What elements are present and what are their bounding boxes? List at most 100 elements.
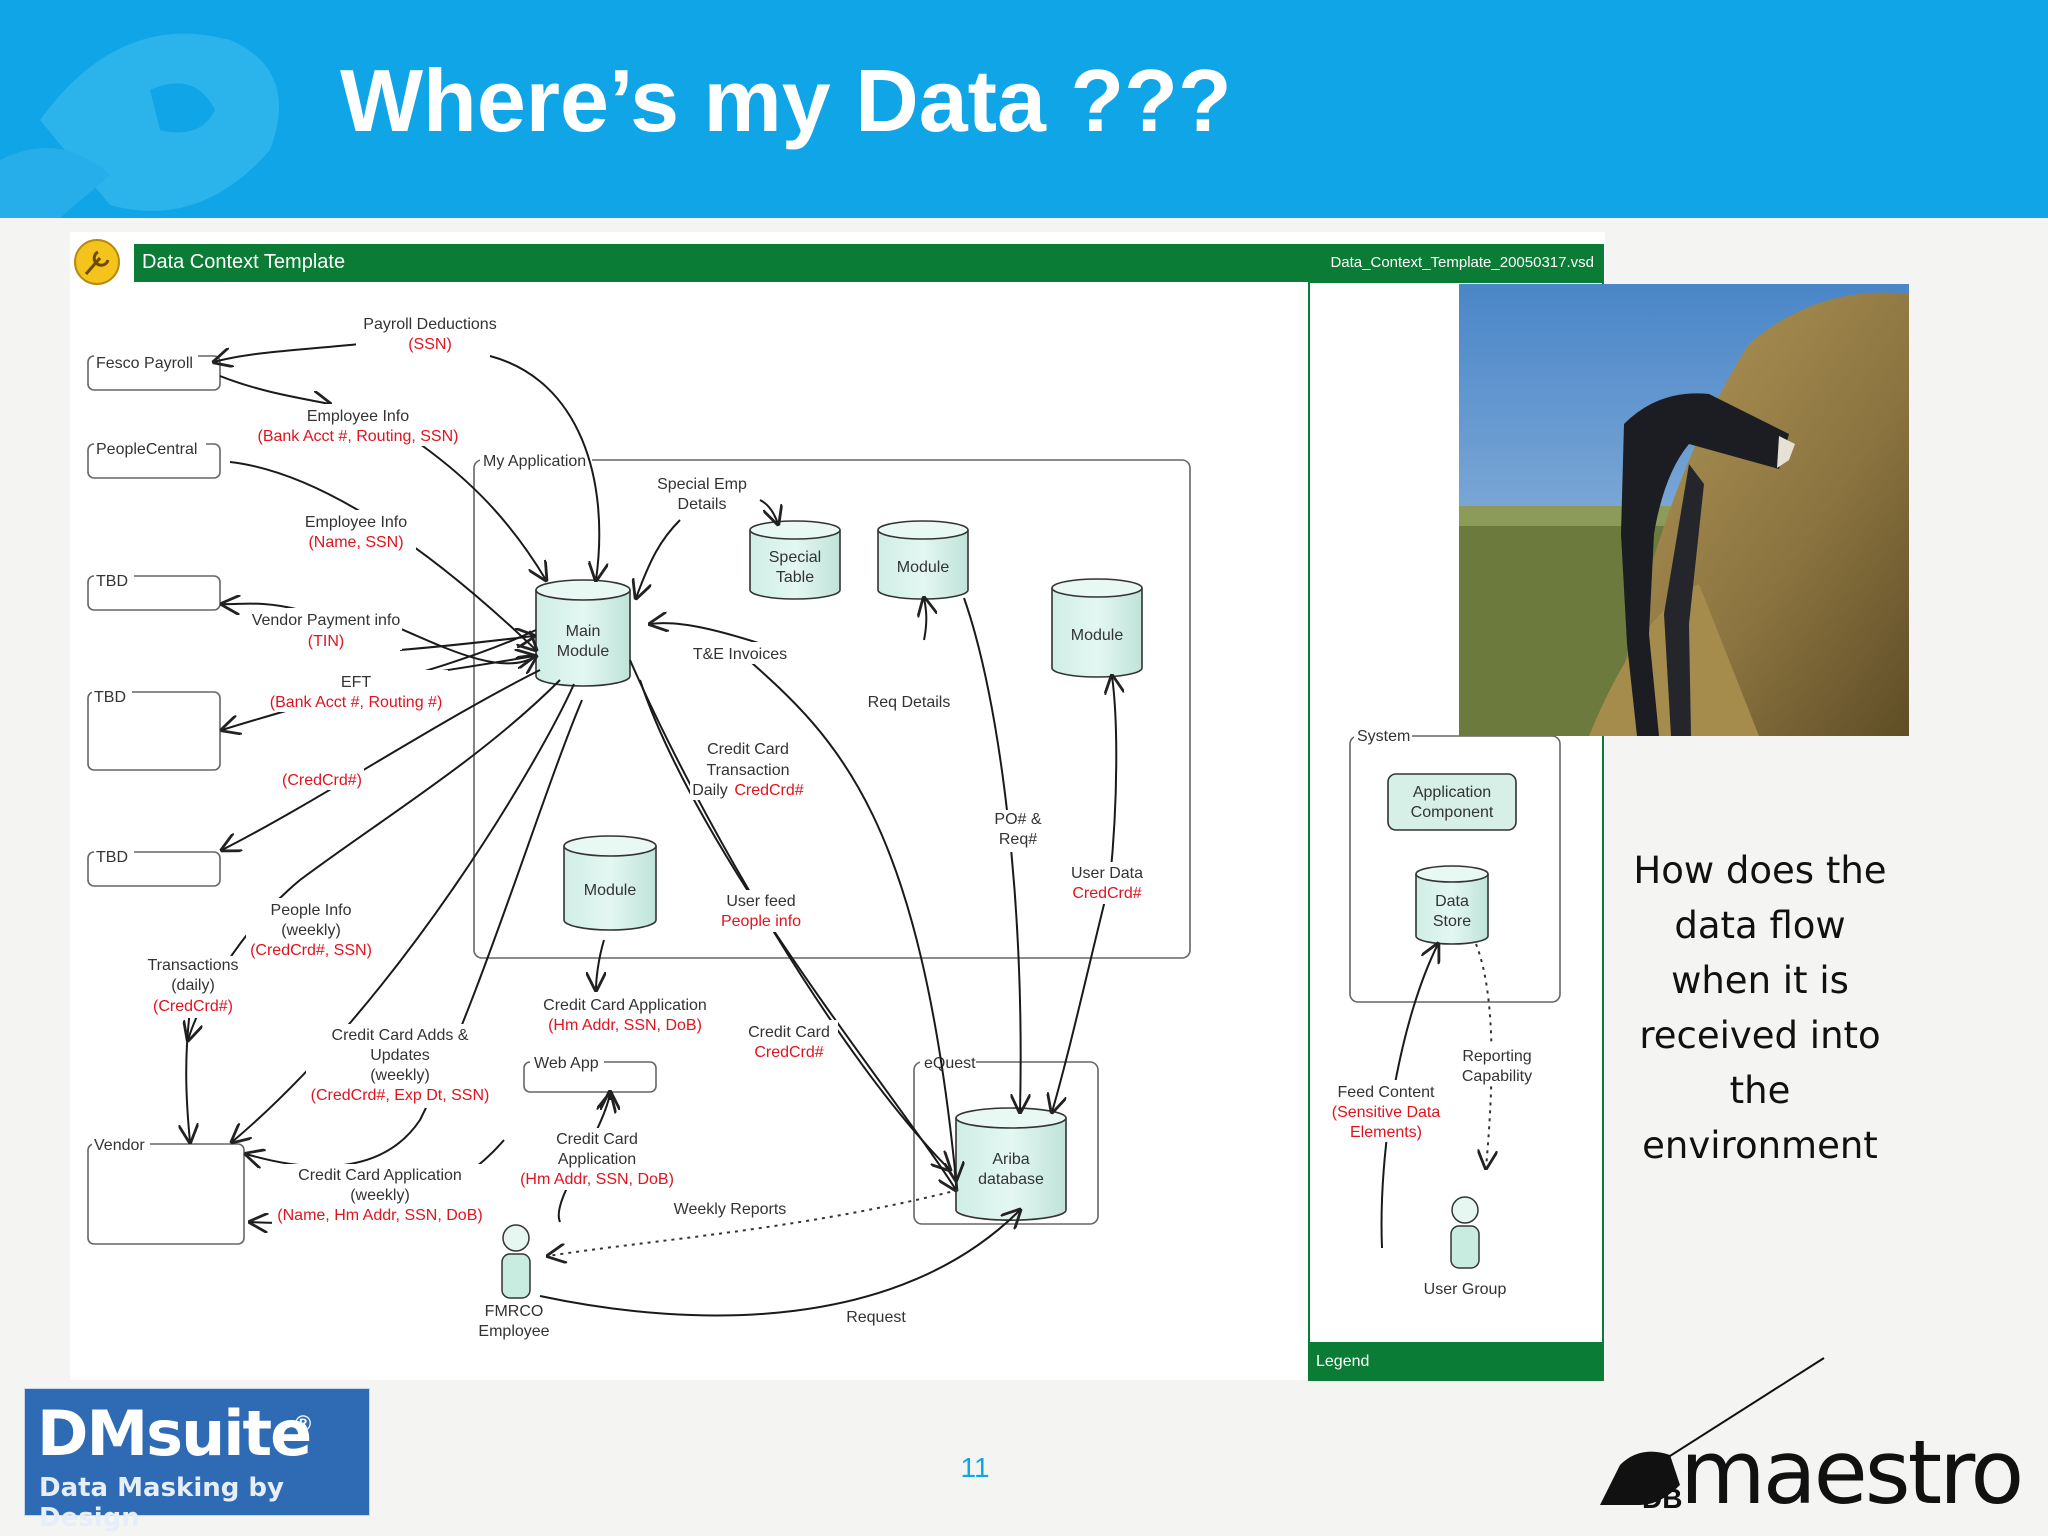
svg-text:(Bank Acct #, Routing #): (Bank Acct #, Routing #) bbox=[270, 694, 443, 711]
svg-text:EFT: EFT bbox=[341, 674, 371, 691]
svg-text:T&E Invoices: T&E Invoices bbox=[693, 646, 787, 663]
svg-text:(Sensitive Data: (Sensitive Data bbox=[1332, 1104, 1441, 1121]
system-tbd-1 bbox=[87, 575, 221, 611]
legend-panel: Legend bbox=[1308, 281, 1604, 1381]
dmsuite-logo: DMsuite ® Data Masking by Design bbox=[24, 1388, 370, 1533]
haystack-photo bbox=[1459, 284, 1909, 736]
dbmaestro-db: DB bbox=[1642, 1483, 1683, 1514]
svg-text:User Data: User Data bbox=[1071, 865, 1143, 882]
svg-text:Credit Card Adds &: Credit Card Adds & bbox=[332, 1027, 469, 1044]
svg-text:CredCrd#: CredCrd# bbox=[1072, 885, 1141, 902]
system-my-application bbox=[473, 459, 1191, 959]
svg-text:Details: Details bbox=[678, 496, 727, 513]
store-module-a: Module bbox=[877, 520, 969, 600]
label-peoplecentral: PeopleCentral bbox=[96, 441, 197, 458]
svg-text:Application: Application bbox=[1413, 784, 1491, 801]
label-tbd-2: TBD bbox=[94, 689, 126, 706]
dotted-arrows bbox=[548, 943, 1492, 1256]
svg-text:Elements): Elements) bbox=[1350, 1124, 1422, 1141]
svg-text:(Name, Hm Addr, SSN, DoB): (Name, Hm Addr, SSN, DoB) bbox=[277, 1207, 482, 1224]
dmsuite-tagline: Data Masking by Design bbox=[39, 1473, 284, 1533]
legend-user-group: User Group bbox=[1424, 1196, 1507, 1298]
fmrco-employee: FMRCO Employee bbox=[478, 1224, 550, 1340]
svg-text:Employee: Employee bbox=[478, 1323, 549, 1340]
svg-text:People Info: People Info bbox=[271, 902, 352, 919]
svg-text:Transaction: Transaction bbox=[707, 762, 790, 779]
svg-text:Module: Module bbox=[1071, 627, 1124, 644]
template-header: Data Context Template Data_Context_Templ… bbox=[74, 239, 1604, 285]
svg-text:(Name, SSN): (Name, SSN) bbox=[308, 534, 403, 551]
svg-text:Component: Component bbox=[1411, 804, 1494, 821]
svg-text:Credit Card: Credit Card bbox=[748, 1024, 830, 1041]
svg-text:Store: Store bbox=[1433, 913, 1471, 930]
store-main-module: Main Module bbox=[535, 579, 631, 687]
legend-system-label: System bbox=[1357, 728, 1410, 745]
store-module-b: Module bbox=[1051, 578, 1143, 678]
svg-text:Ariba: Ariba bbox=[992, 1151, 1029, 1168]
svg-text:(SSN): (SSN) bbox=[408, 336, 452, 353]
label-tbd-1: TBD bbox=[96, 573, 128, 590]
svg-text:Vendor Payment info: Vendor Payment info bbox=[252, 612, 401, 629]
svg-text:Updates: Updates bbox=[370, 1047, 430, 1064]
page-number: 11 bbox=[960, 1452, 990, 1483]
svg-text:Employee Info: Employee Info bbox=[305, 514, 407, 531]
legend-data-store: Data Store bbox=[1415, 865, 1489, 945]
svg-text:Payroll Deductions: Payroll Deductions bbox=[363, 316, 496, 333]
svg-text:Reporting: Reporting bbox=[1462, 1048, 1531, 1065]
svg-text:Credit Card: Credit Card bbox=[556, 1131, 638, 1148]
svg-text:Module: Module bbox=[897, 559, 950, 576]
svg-text:(CredCrd#, Exp Dt, SSN): (CredCrd#, Exp Dt, SSN) bbox=[311, 1087, 490, 1104]
svg-text:CredCrd#: CredCrd# bbox=[734, 782, 803, 799]
label-fesco: Fesco Payroll bbox=[96, 355, 193, 372]
question-text: How does the data flow when it is receiv… bbox=[1633, 849, 1887, 1167]
baton-icon bbox=[1600, 1357, 1825, 1505]
svg-text:(weekly): (weekly) bbox=[350, 1187, 410, 1204]
svg-text:(weekly): (weekly) bbox=[370, 1067, 430, 1084]
svg-text:Req Details: Req Details bbox=[868, 694, 951, 711]
dbmaestro-word: maestro bbox=[1680, 1421, 2024, 1524]
label-vendor: Vendor bbox=[94, 1137, 145, 1154]
svg-text:Data: Data bbox=[1435, 893, 1469, 910]
svg-text:Weekly Reports: Weekly Reports bbox=[674, 1201, 787, 1218]
svg-text:Main: Main bbox=[566, 623, 601, 640]
header-decoration bbox=[0, 33, 279, 218]
template-filename: Data_Context_Template_20050317.vsd bbox=[1330, 254, 1594, 271]
legend-system-box bbox=[1349, 735, 1561, 1003]
store-module-c: Module bbox=[563, 835, 657, 931]
svg-text:Employee Info: Employee Info bbox=[307, 408, 409, 425]
slide-title: Where’s my Data ??? bbox=[340, 51, 1232, 150]
label-tbd-3: TBD bbox=[96, 849, 128, 866]
svg-text:Credit Card Application: Credit Card Application bbox=[298, 1167, 462, 1184]
svg-text:Credit Card: Credit Card bbox=[707, 741, 789, 758]
label-my-application: My Application bbox=[483, 453, 586, 470]
svg-text:Special Emp: Special Emp bbox=[657, 476, 747, 493]
svg-text:database: database bbox=[978, 1171, 1044, 1188]
svg-text:Transactions: Transactions bbox=[148, 957, 239, 974]
svg-text:Application: Application bbox=[558, 1151, 636, 1168]
svg-text:(CredCrd#): (CredCrd#) bbox=[153, 998, 233, 1015]
svg-text:Module: Module bbox=[557, 643, 610, 660]
dmsuite-logo-text: DMsuite bbox=[37, 1397, 312, 1470]
svg-text:User feed: User feed bbox=[726, 893, 795, 910]
svg-text:Feed Content: Feed Content bbox=[1338, 1084, 1436, 1101]
svg-text:FMRCO: FMRCO bbox=[485, 1303, 544, 1320]
registered-mark: ® bbox=[295, 1411, 312, 1436]
dbmaestro-logo: DB maestro bbox=[1580, 1355, 2030, 1525]
svg-text:User Group: User Group bbox=[1424, 1281, 1507, 1298]
svg-text:Special: Special bbox=[769, 549, 821, 566]
svg-text:(CredCrd#, SSN): (CredCrd#, SSN) bbox=[250, 942, 372, 959]
data-stores: Main Module Special Table Module Module … bbox=[535, 520, 1517, 1221]
svg-text:(Hm Addr, SSN, DoB): (Hm Addr, SSN, DoB) bbox=[548, 1017, 702, 1034]
legend-application-component: Application Component bbox=[1387, 773, 1517, 831]
svg-text:Req#: Req# bbox=[999, 831, 1037, 848]
svg-text:PO# &: PO# & bbox=[994, 811, 1041, 828]
template-title: Data Context Template bbox=[142, 251, 345, 273]
svg-text:Table: Table bbox=[776, 569, 814, 586]
label-web-app: Web App bbox=[534, 1055, 599, 1072]
svg-text:(daily): (daily) bbox=[171, 977, 215, 994]
svg-text:(TIN): (TIN) bbox=[308, 633, 344, 650]
svg-text:Credit Card Application: Credit Card Application bbox=[543, 997, 707, 1014]
svg-text:(weekly): (weekly) bbox=[281, 922, 341, 939]
svg-text:Daily: Daily bbox=[692, 782, 728, 799]
